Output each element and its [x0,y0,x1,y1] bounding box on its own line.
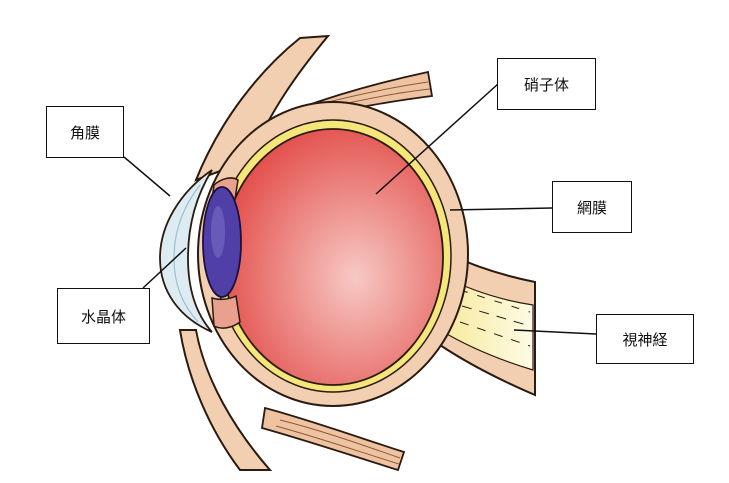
label-cornea: 角膜 [46,106,124,158]
label-retina-text: 網膜 [576,198,607,217]
iris-lower [211,294,241,329]
vitreous-body [222,128,444,386]
lower-eyelid [178,329,273,471]
label-cornea-text: 角膜 [69,123,100,142]
vitreous-leader-line [375,83,499,195]
cornea-leader-line [123,156,171,197]
label-optic-nerve: 視神経 [596,314,694,364]
label-vitreous-text: 硝子体 [523,75,569,94]
optic-nerve [439,274,534,371]
label-lens-text: 水晶体 [80,307,126,326]
cornea [159,169,213,333]
label-lens: 水晶体 [57,288,150,344]
label-retina: 網膜 [552,181,632,233]
retina-leader-line [449,207,553,211]
lower-muscle [260,406,406,472]
label-vitreous: 硝子体 [497,58,596,110]
lens-leader-line [142,247,187,289]
optic-nerve-leader-line [513,329,597,335]
label-optic-nerve-text: 視神経 [622,330,668,349]
